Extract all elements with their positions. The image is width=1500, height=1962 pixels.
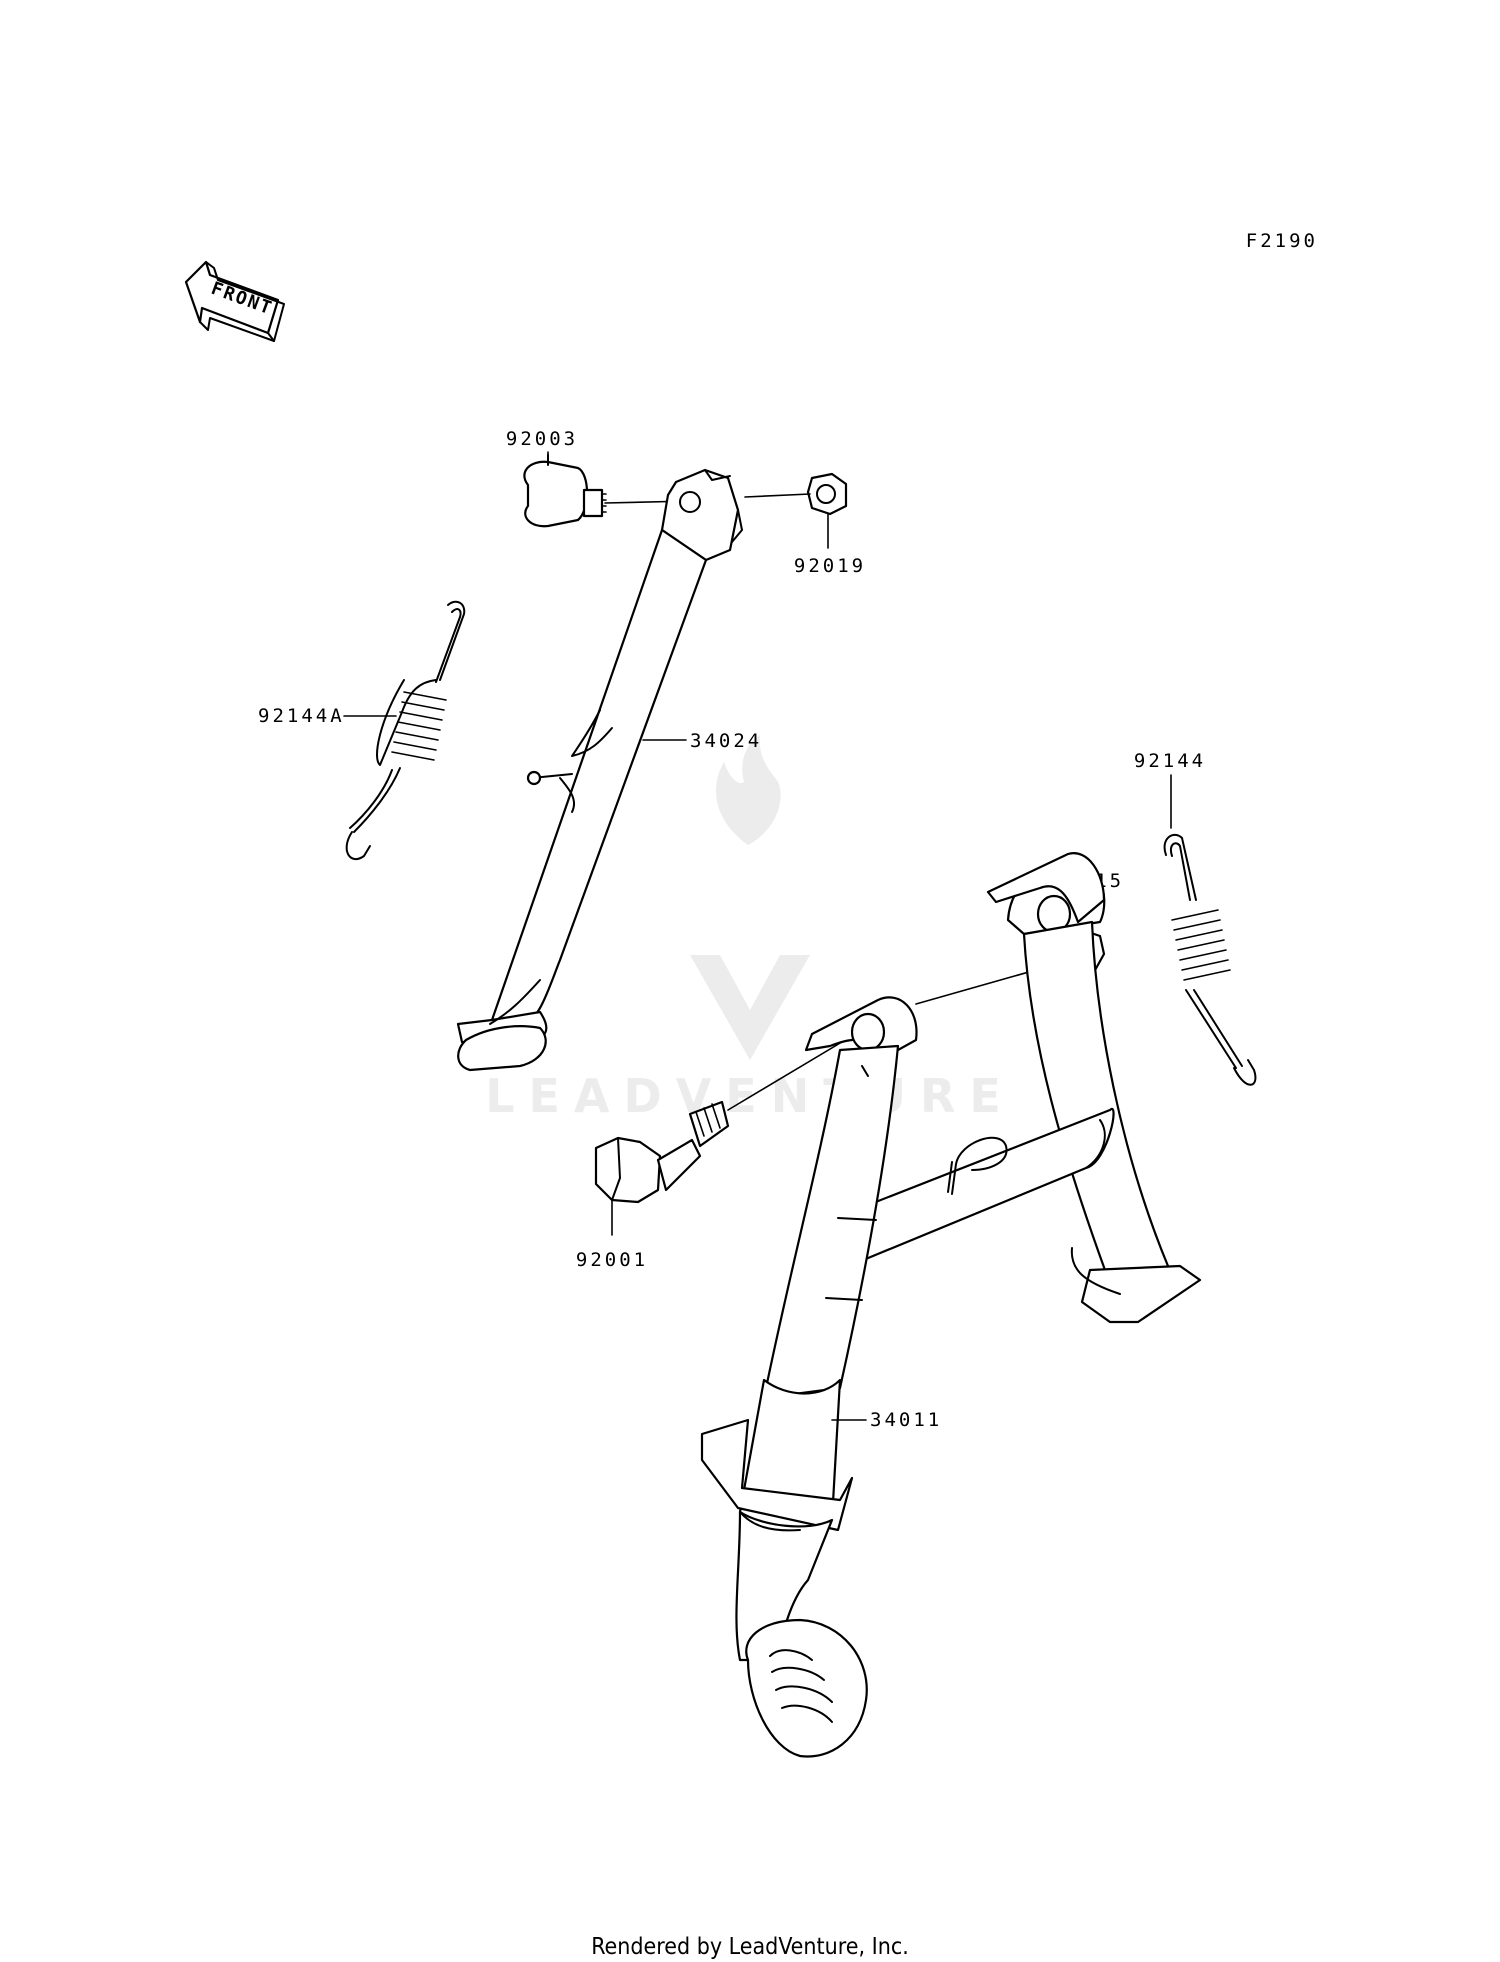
label-92019: 92019	[794, 555, 866, 577]
label-92001: 92001	[576, 1249, 648, 1271]
diagram-code: F2190	[1246, 230, 1318, 252]
front-direction-arrow-icon: FRONT	[184, 260, 285, 342]
watermark-text: LEADVENTURE	[485, 1069, 1015, 1123]
bolt-92003	[523, 454, 607, 528]
bolt-92001	[594, 1100, 730, 1204]
label-34011: 34011	[870, 1409, 942, 1431]
footer-credit: Rendered by LeadVenture, Inc.	[591, 1934, 909, 1960]
leadventure-watermark-logo	[690, 735, 810, 1060]
label-34024: 34024	[690, 730, 762, 752]
label-92003: 92003	[506, 428, 578, 450]
spring-92144	[1163, 833, 1257, 1086]
side-stand-34024	[456, 468, 743, 1072]
nut-92019	[806, 472, 848, 516]
spring-92144A	[345, 600, 466, 860]
main-stand-34011	[700, 852, 1202, 1758]
label-92144A: 92144A	[258, 705, 345, 727]
label-92144: 92144	[1134, 750, 1206, 772]
